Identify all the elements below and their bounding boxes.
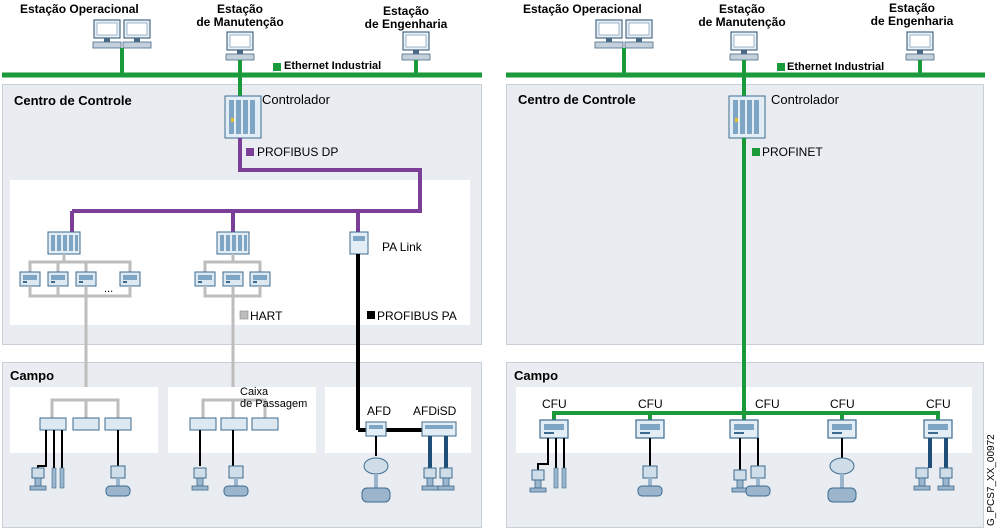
left-transmitter-3 [421,467,439,491]
right-controller-icon [728,95,766,139]
right-transmitter-2 [731,469,749,493]
left-field-module-7 [249,271,271,287]
left-remote-io-2-icon [216,231,250,255]
left-junction-4 [189,417,217,431]
right-operator-station-label: Estação Operacional [523,2,642,16]
right-valve-1 [637,465,663,497]
right-operator-station-icon [594,19,654,49]
left-controller-label: Controlador [262,92,330,107]
right-profinet-marker [752,148,760,156]
right-field-label: Campo [514,368,559,383]
left-afd-label: AFD [367,404,391,418]
right-cfu-1-label: CFU [542,397,567,411]
left-maintenance-station-label-1: Estação [216,2,264,16]
right-cfu-2-label: CFU [638,397,663,411]
left-hart-label: HART [250,309,283,323]
right-maintenance-station-label-1: Estação [718,2,766,16]
right-transmitter-1 [529,469,547,493]
right-cfu-3-icon [729,419,759,439]
left-control-center-label: Centro de Controle [14,93,132,108]
left-sensor-2 [51,467,57,489]
right-cfu-4-label: CFU [830,397,855,411]
left-engineering-station-label-1: Estação [382,4,430,18]
right-transmitter-4 [937,467,955,491]
left-engineering-station-label-2: de Engenharia [364,17,448,31]
left-remote-io-1-icon [47,231,81,255]
left-ethernet-label: Ethernet Industrial [284,60,382,72]
figure-code: G_PCS7_XX_00972 [986,434,997,526]
left-operator-station-label: Estação Operacional [20,2,139,16]
left-profibus-pa-label: PROFIBUS PA [377,309,457,323]
left-valve-2 [223,465,249,497]
left-profibus-dp-marker [246,148,254,156]
left-maintenance-station-label-2: de Manutenção [196,15,284,29]
right-cfu-5-label: CFU [926,397,951,411]
left-field-label: Campo [10,368,55,383]
right-control-center-label: Centro de Controle [518,92,636,107]
left-junction-box-label-1: Caixa [240,386,269,398]
left-field-module-3 [75,271,97,287]
right-ethernet-marker [777,63,785,71]
left-afdisd-label: AFDiSD [413,404,457,418]
left-controller-icon [224,95,262,139]
left-ethernet-marker [273,63,281,71]
right-valve-2 [745,465,771,497]
right-valve-3 [827,457,857,503]
left-junction-2 [72,417,100,431]
left-afd-icon [365,421,387,437]
left-engineering-station-icon [401,31,431,61]
left-profibus-dp-line [72,138,422,213]
left-junction-1 [39,417,67,431]
left-more-modules-label: ... [104,283,114,295]
left-field-module-6 [222,271,244,287]
left-field-module-2 [47,271,69,287]
left-hart-marker [239,310,249,320]
left-sensor-3 [59,467,65,489]
right-engineering-station-label-2: de Engenharia [870,14,954,28]
left-maintenance-station-icon [225,31,255,61]
right-engineering-station-icon [905,31,935,61]
left-afdisd-icon [421,421,457,437]
left-junction-box-label-2: de Passagem [240,398,308,410]
right-cfu-5-icon [923,419,953,439]
right-controller-label: Controlador [771,92,839,107]
right-sensor-1 [553,467,559,489]
right-engineering-station-label-1: Estação [888,1,936,15]
right-cfu-2-icon [635,419,665,439]
right-ethernet-label: Ethernet Industrial [787,61,885,73]
left-valve-1 [105,465,131,497]
left-palink-label: PA Link [382,240,422,254]
left-field-module-5 [194,271,216,287]
left-junction-5 [220,417,248,431]
right-sensor-2 [561,467,567,489]
left-junction-6 [251,417,279,431]
left-junction-3 [104,417,132,431]
right-transmitter-3 [913,467,931,491]
left-transmitter-2 [191,467,209,491]
left-valve-3 [361,457,391,503]
left-profibus-pa-marker [367,311,375,319]
left-operator-station-icon [92,19,152,49]
right-maintenance-station-icon [729,31,759,61]
left-transmitter-1 [29,467,47,491]
right-cfu-3-label: CFU [755,397,780,411]
right-cfu-1-icon [539,419,569,439]
right-profinet-field-bus [552,411,940,420]
right-cfu-4-icon [827,419,857,439]
left-palink-icon [349,231,369,255]
left-transmitter-4 [437,467,455,491]
left-field-module-1 [19,271,41,287]
right-maintenance-station-label-2: de Manutenção [698,15,786,29]
left-field-module-4 [119,271,141,287]
right-profinet-label: PROFINET [762,145,823,159]
left-profibus-dp-label: PROFIBUS DP [257,145,339,159]
